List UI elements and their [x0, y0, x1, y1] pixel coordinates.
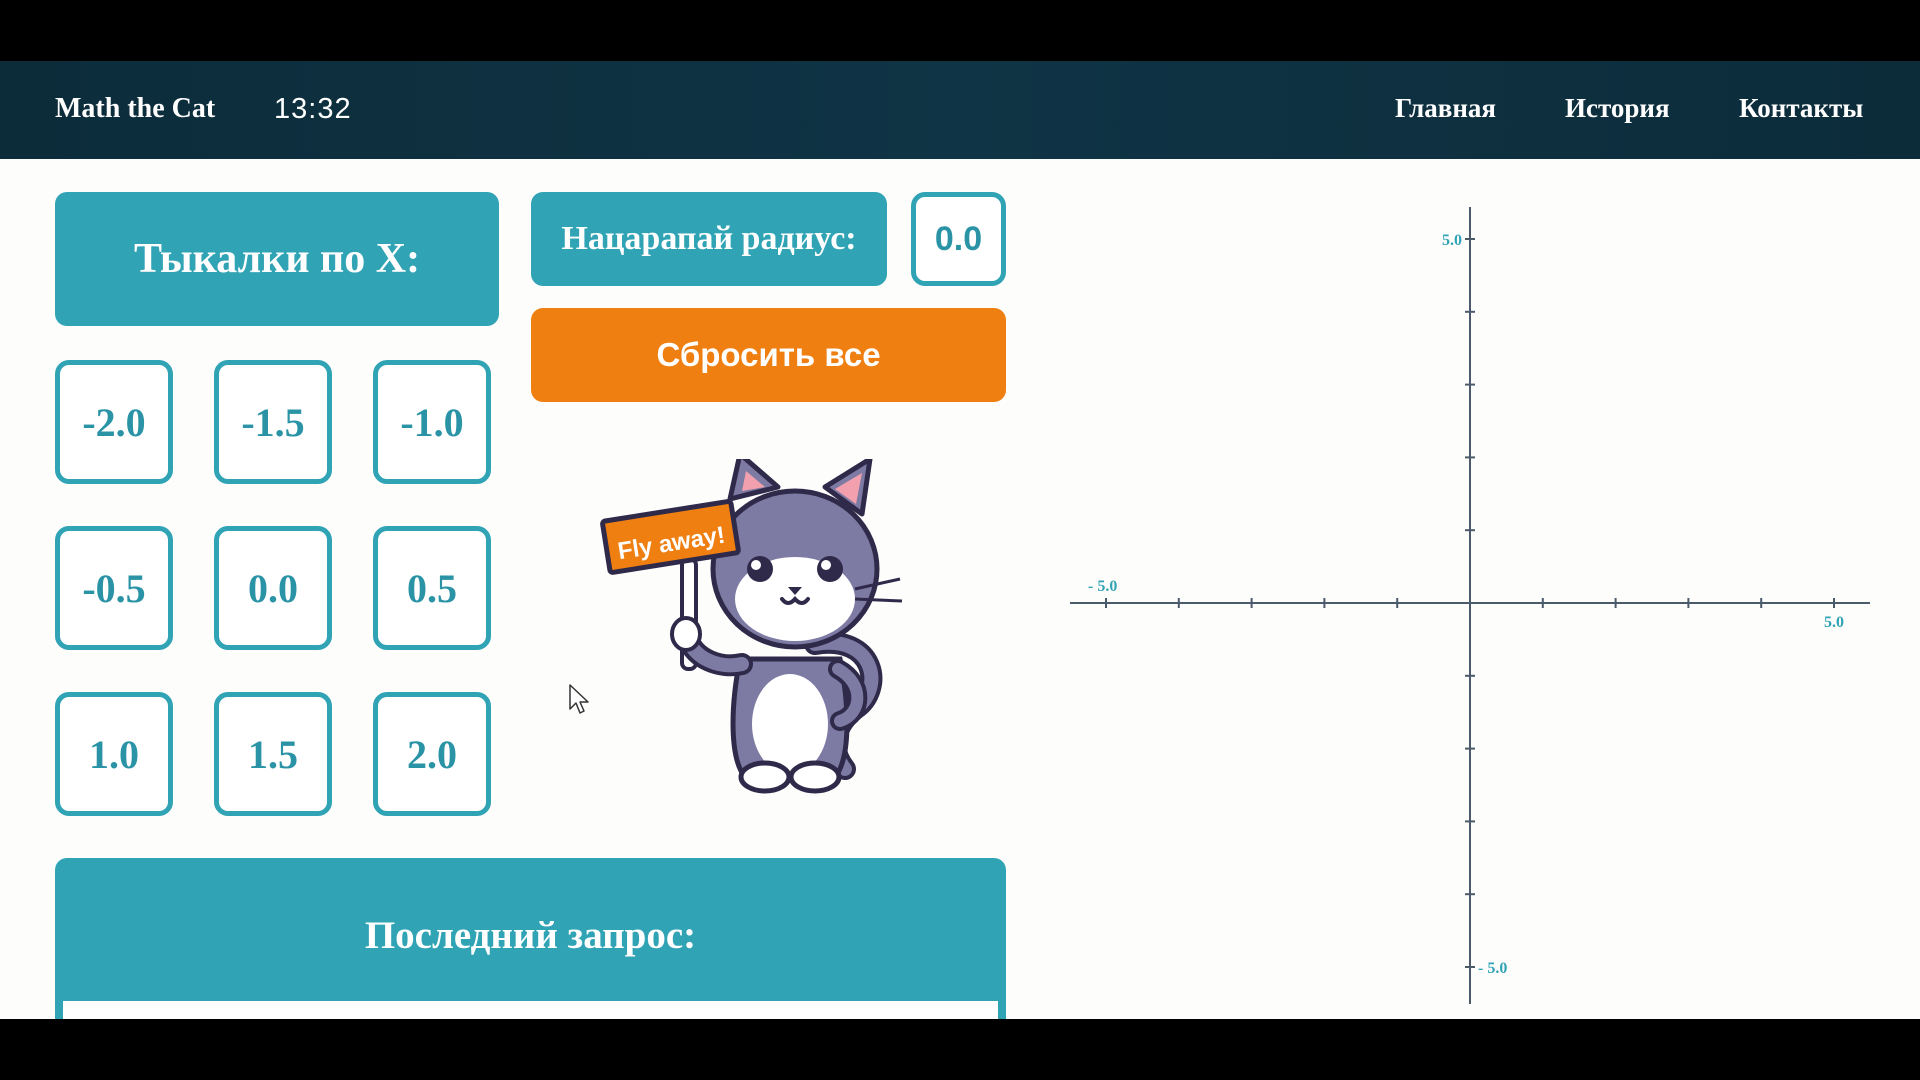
reset-button[interactable]: Сбросить все [531, 308, 1006, 402]
nav-history[interactable]: История [1565, 93, 1670, 123]
x-button-minus-1-5[interactable]: -1.5 [214, 360, 332, 484]
y-axis-label-top: 5.0 [1442, 232, 1462, 249]
y-axis-label-bottom: - 5.0 [1478, 960, 1507, 977]
x-button-0[interactable]: 0.0 [214, 526, 332, 650]
clock: 13:32 [274, 93, 352, 125]
x-button-2[interactable]: 2.0 [373, 692, 491, 816]
x-axis-label-left: - 5.0 [1088, 578, 1117, 595]
radius-input[interactable] [911, 192, 1006, 286]
coordinate-graph[interactable]: 5.0 - 5.0 5.0 - 5.0 [1060, 199, 1880, 1019]
x-axis-label-right: 5.0 [1824, 614, 1844, 631]
nav-contacts[interactable]: Контакты [1739, 93, 1864, 123]
site-header: Math the Cat 13:32 Главная История Конта… [0, 61, 1920, 159]
x-button-minus-1[interactable]: -1.0 [373, 360, 491, 484]
last-request-content-box [63, 1001, 998, 1019]
x-button-minus-0-5[interactable]: -0.5 [55, 526, 173, 650]
x-button-minus-2[interactable]: -2.0 [55, 360, 173, 484]
last-request-panel: Последний запрос: [55, 858, 1006, 1019]
x-button-1-5[interactable]: 1.5 [214, 692, 332, 816]
mouse-cursor-icon [569, 684, 589, 714]
main-content: Тыкалки по X: -2.0 -1.5 -1.0 -0.5 0.0 0.… [0, 159, 1920, 1019]
bottom-black-bar [0, 1019, 1920, 1080]
x-button-0-5[interactable]: 0.5 [373, 526, 491, 650]
x-panel-title: Тыкалки по X: [55, 192, 499, 326]
brand-title: Math the Cat [55, 93, 216, 124]
radius-label: Нацарапай радиус: [531, 192, 887, 286]
axis-ticks [1105, 238, 1835, 968]
cat-mascot-illustration: Fly away! [600, 459, 903, 794]
last-request-title: Последний запрос: [364, 914, 697, 957]
x-button-1[interactable]: 1.0 [55, 692, 173, 816]
top-black-bar [0, 0, 1920, 61]
nav-home[interactable]: Главная [1395, 93, 1497, 123]
